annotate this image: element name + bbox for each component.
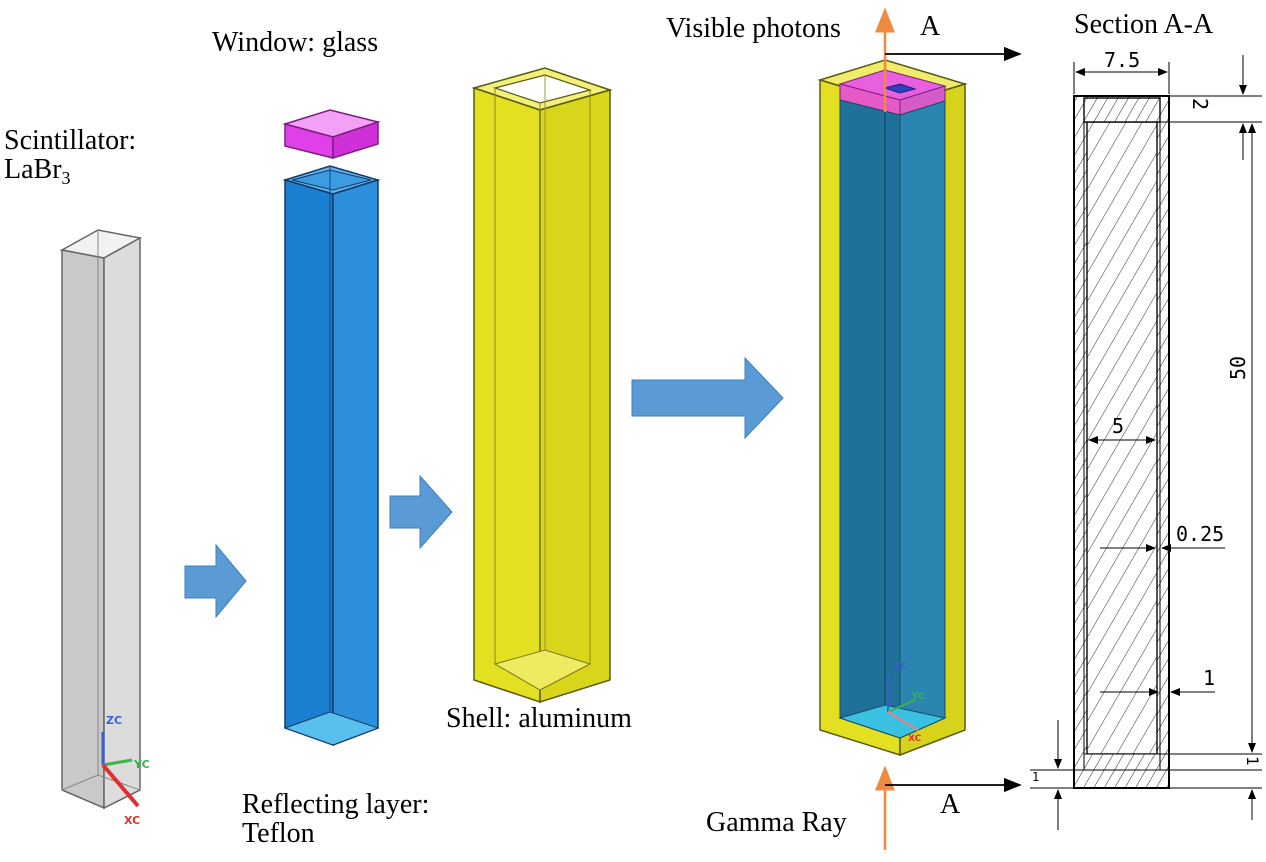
shell-aluminum-shape: [471, 67, 613, 704]
gamma-ray-label: Gamma Ray: [706, 807, 847, 838]
axis-triad-1: [101, 732, 140, 808]
dim-window-thickness: 2: [1188, 98, 1212, 111]
assembled-detector: [817, 59, 968, 757]
visible-photons-label: Visible photons: [666, 13, 841, 44]
axis-triad-2: [887, 675, 919, 731]
section-drawing: [1030, 55, 1262, 830]
scintillator-label-subscript: 3: [61, 168, 71, 189]
axis-zc-label-2: ZC: [894, 662, 908, 672]
dim-width-outer: 7.5: [1104, 48, 1141, 72]
scintillator-label: Scintillator: LaBr3: [4, 125, 137, 189]
flow-arrow-1: [184, 543, 247, 619]
section-title: Section A-A: [1074, 9, 1214, 40]
reflector-teflon-shape: [282, 165, 381, 747]
scintillator-label-line2: LaBr: [4, 154, 62, 186]
dim-bottom-left: 1: [1032, 770, 1040, 784]
window-glass-shape: [282, 109, 381, 160]
reflecting-label-line2: Teflon: [242, 818, 315, 850]
dim-shell-thickness: 1: [1203, 666, 1216, 690]
flow-arrow-2: [389, 474, 453, 550]
scintillator-label-line1: Scintillator:: [4, 125, 137, 156]
shell-label: Shell: aluminum: [446, 703, 632, 734]
dim-reflector-thickness: 0.25: [1176, 522, 1225, 546]
reflecting-layer-label: Reflecting layer: Teflon: [242, 790, 429, 849]
axis-zc-label: ZC: [106, 714, 123, 727]
axis-xc-label: XC: [124, 814, 141, 827]
section-marker-top-label: A: [920, 11, 941, 42]
axis-xc-label-2: XC: [908, 734, 922, 744]
dim-bottom-right: 1: [1243, 756, 1262, 766]
dim-width-inner: 5: [1112, 414, 1125, 438]
reflecting-label-line1: Reflecting layer:: [242, 789, 430, 820]
scintillator-bar: [59, 229, 143, 810]
axis-yc-label: YC: [134, 758, 150, 771]
dim-length: 50: [1226, 355, 1250, 380]
section-marker-bottom-label: A: [940, 789, 961, 820]
flow-arrow-3: [631, 356, 784, 440]
axis-yc-label-2: YC: [912, 692, 925, 702]
window-label: Window: glass: [212, 27, 379, 58]
